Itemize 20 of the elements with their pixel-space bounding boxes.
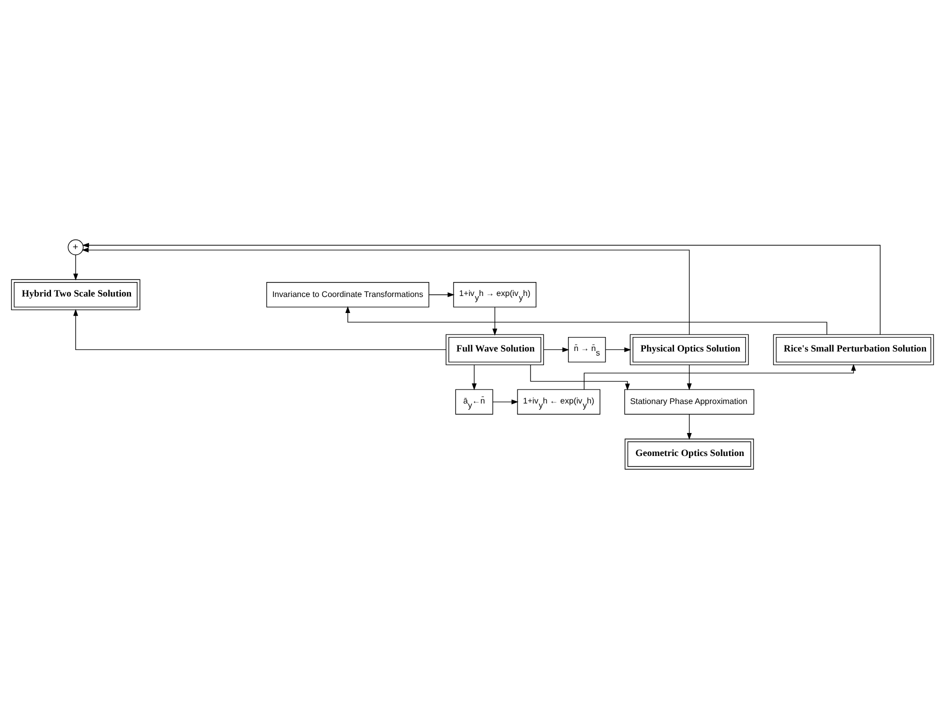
arrow [530,364,630,390]
arrow [492,306,498,336]
node-box: Hybrid Two Scale Solution [11,279,140,310]
node-circle: + [68,239,84,256]
arrow [686,364,692,390]
arrow [472,364,477,390]
node-box: Rice's Small Perturbation Solution [773,334,934,366]
arrow [584,364,856,390]
arrow [428,292,455,298]
arrow [544,347,570,352]
node-box: Physical Optics Solution [630,334,749,366]
node-box: Full Wave Solution [446,334,544,366]
arrow [82,248,690,335]
arrow [73,309,446,350]
arrow [492,400,518,404]
node-box: Geometric Optics Solution [624,438,754,470]
arrow [82,242,881,335]
arrow [686,414,692,440]
arrow [73,254,78,280]
arrow [605,347,632,352]
